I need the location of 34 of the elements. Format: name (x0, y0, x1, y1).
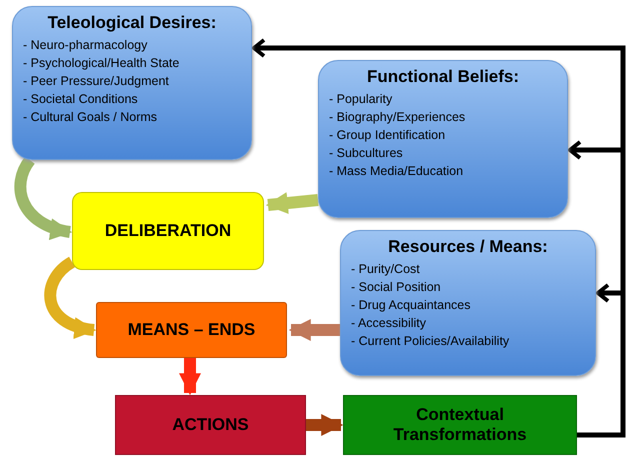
block-arrow (266, 192, 319, 214)
box-heading: Functional Beliefs: (366, 67, 520, 87)
list-item: - Accessibility (351, 315, 428, 332)
block-arrow (14, 156, 72, 239)
list-item: - Popularity (329, 91, 394, 108)
block-arrow (306, 414, 344, 436)
process-box (96, 302, 287, 358)
list-item: - Drug Acquaintances (351, 297, 472, 314)
box-label: ACTIONS (172, 415, 249, 435)
list-item: - Social Position (351, 279, 442, 296)
list-item: - Current Policies/Availability (351, 333, 510, 350)
block-arrow (288, 319, 340, 341)
list-item: - Biography/Experiences (329, 109, 466, 126)
list-item: - Societal Conditions (23, 91, 139, 108)
list-item: - Group Identification (329, 127, 446, 144)
box-label: MEANS – ENDS (128, 320, 256, 340)
box-heading: Teleological Desires: (46, 13, 218, 33)
box-heading: Resources / Means: (387, 237, 549, 257)
list-item: - Neuro-pharmacology (23, 37, 148, 54)
list-item: - Peer Pressure/Judgment (23, 73, 170, 90)
process-box (72, 192, 264, 270)
process-box (115, 395, 306, 455)
block-arrow (179, 358, 201, 396)
list-item: - Purity/Cost (351, 261, 421, 278)
list-box (340, 230, 596, 376)
list-item: - Mass Media/Education (329, 163, 464, 180)
list-box (318, 60, 568, 218)
list-box (12, 6, 252, 160)
process-box (343, 395, 577, 455)
list-item: - Subcultures (329, 145, 404, 162)
list-item: - Psychological/Health State (23, 55, 180, 72)
box-label: DELIBERATION (104, 221, 232, 241)
list-item: - Cultural Goals / Norms (23, 109, 158, 126)
box-label: Contextual Transformations (392, 405, 528, 445)
